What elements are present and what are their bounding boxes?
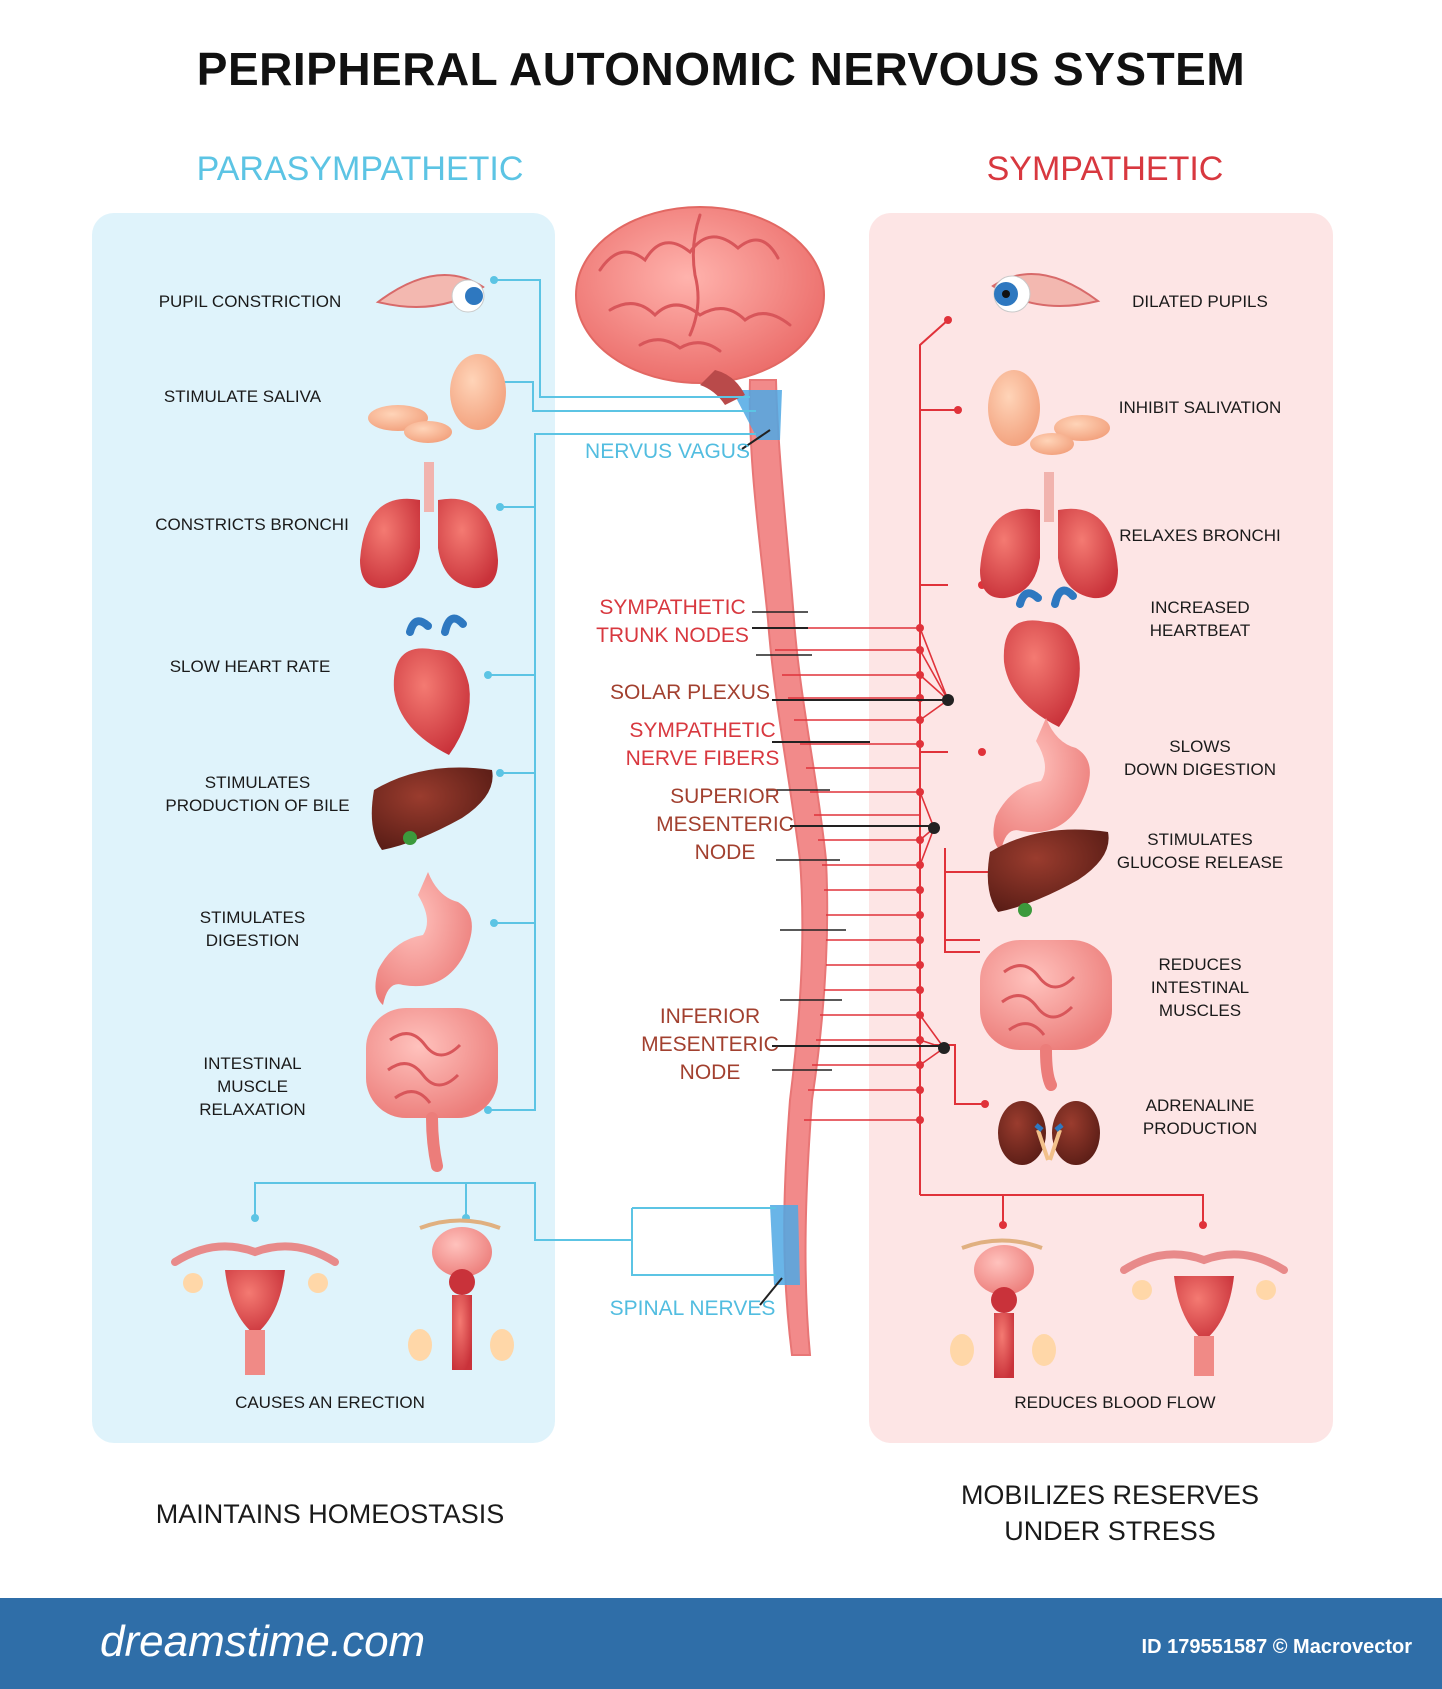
para-label-saliva: STIMULATE SALIVA <box>163 387 322 406</box>
symp-uterus-icon <box>1120 1250 1288 1376</box>
symp-heart-icon <box>1003 586 1080 727</box>
label-sympathetic-trunk-nodes: SYMPATHETIC TRUNK NODES <box>596 596 749 647</box>
para-eye-icon <box>375 274 485 313</box>
symp-label-heartbeat: INCREASED HEARTBEAT <box>1149 598 1251 640</box>
label-nervus-vagus: NERVUS VAGUS <box>585 440 750 463</box>
para-uterus-icon <box>171 1242 339 1375</box>
watermark-logo-text: dreamstime.com <box>100 1617 426 1666</box>
symp-liver-icon <box>987 829 1109 917</box>
symp-stomach-icon <box>993 718 1090 851</box>
para-male-reproductive-icon <box>408 1218 514 1370</box>
symp-kidneys-icon <box>998 1101 1100 1165</box>
para-heart-icon <box>393 614 470 755</box>
para-label-heart: SLOW HEART RATE <box>169 657 331 676</box>
symp-label-intestinal: REDUCES INTESTINAL MUSCLES <box>1150 955 1250 1020</box>
parasympathetic-footer: MAINTAINS HOMEOSTASIS <box>155 1499 505 1529</box>
sympathetic-footer: MOBILIZES RESERVES UNDER STRESS <box>960 1480 1260 1546</box>
spinal-cord <box>732 379 829 1356</box>
ganglion-nodes <box>928 694 954 1054</box>
symp-lungs-icon <box>980 472 1118 599</box>
label-superior-mesenteric-node: SUPERIOR MESENTERIC NODE <box>656 785 794 864</box>
symp-label-pupils: DILATED PUPILS <box>1132 292 1268 311</box>
para-lungs-icon <box>360 462 498 589</box>
label-leaders <box>741 429 948 1306</box>
para-label-intestinal: INTESTINAL MUSCLE RELAXATION <box>199 1054 306 1119</box>
sympathetic-panel <box>869 213 1333 1443</box>
watermark-bar <box>0 1598 1442 1689</box>
para-label-digestion: STIMULATES DIGESTION <box>199 908 306 950</box>
sympathetic-heading: SYMPATHETIC <box>986 150 1224 188</box>
symp-label-adrenaline: ADRENALINE PRODUCTION <box>1142 1096 1258 1138</box>
para-intestines-icon <box>366 1008 498 1172</box>
spine-segment-marks <box>752 611 846 1071</box>
label-spinal-nerves: SPINAL NERVES <box>609 1297 776 1320</box>
brain-icon <box>575 206 825 405</box>
para-salivary-gland-icon <box>368 354 506 443</box>
sympathetic-nerve-fibers <box>770 627 949 1121</box>
label-inferior-mesenteric-node: INFERIOR MESENTERIC NODE <box>641 1005 779 1084</box>
para-liver-icon <box>371 767 493 850</box>
para-label-bile: STIMULATES PRODUCTION OF BILE <box>165 773 350 815</box>
parasympathetic-pathways <box>254 279 776 1276</box>
para-label-reproductive: CAUSES AN ERECTION <box>235 1393 425 1412</box>
symp-label-glucose: STIMULATES GLUCOSE RELEASE <box>1116 830 1284 872</box>
sympathetic-nodes <box>916 316 1207 1229</box>
symp-label-digestion: SLOWS DOWN DIGESTION <box>1123 737 1277 779</box>
parasympathetic-heading: PARASYMPATHETIC <box>196 150 524 188</box>
symp-intestines-icon <box>980 940 1112 1091</box>
symp-label-reproductive: REDUCES BLOOD FLOW <box>1014 1393 1216 1412</box>
label-sympathetic-nerve-fibers: SYMPATHETIC NERVE FIBERS <box>625 719 780 770</box>
watermark-credit: ID 179551587 © Macrovector <box>1141 1636 1412 1658</box>
symp-eye-icon <box>991 273 1101 313</box>
para-label-pupil: PUPIL CONSTRICTION <box>158 292 342 311</box>
symp-male-reproductive-icon <box>950 1238 1056 1378</box>
symp-label-salivation: INHIBIT SALIVATION <box>1118 398 1282 417</box>
para-stomach-icon <box>375 872 472 1005</box>
label-solar-plexus: SOLAR PLEXUS <box>610 681 770 704</box>
symp-salivary-gland-icon <box>988 370 1110 455</box>
para-label-bronchi: CONSTRICTS BRONCHI <box>155 515 349 534</box>
symp-label-bronchi: RELAXES BRONCHI <box>1119 526 1281 545</box>
page-title: PERIPHERAL AUTONOMIC NERVOUS SYSTEM <box>196 43 1246 95</box>
